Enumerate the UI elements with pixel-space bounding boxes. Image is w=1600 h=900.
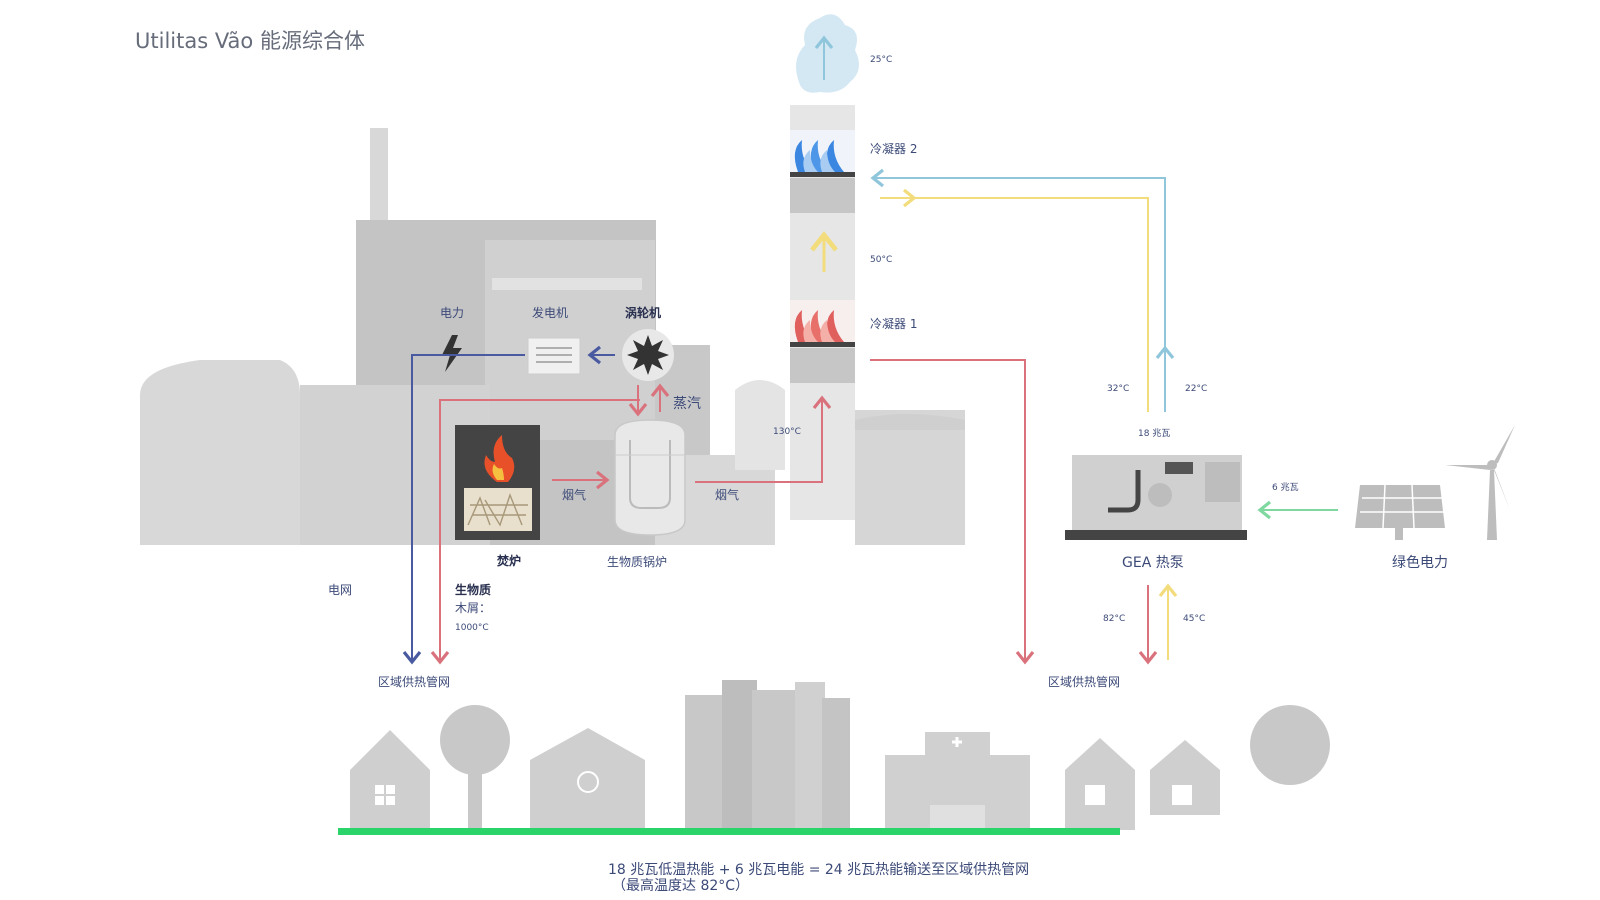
label-power: 电力 — [440, 306, 464, 320]
label-generator: 发电机 — [532, 305, 568, 320]
generator — [527, 337, 581, 375]
label-mw-18: 18 兆瓦 — [1138, 428, 1170, 439]
label-temp-22: 22°C — [1185, 384, 1207, 394]
label-district-heating-right: 区域供热管网 — [1048, 674, 1120, 689]
furnace — [455, 425, 540, 540]
label-condenser-2: 冷凝器 2 — [870, 141, 917, 156]
cool-return-line — [870, 168, 1166, 412]
gea-heat-pump — [1065, 455, 1247, 540]
condenser-1-flames — [794, 310, 844, 342]
town-buildings — [350, 680, 1330, 830]
turbine — [622, 329, 674, 381]
footer-summary: 18 兆瓦低温热能 + 6 兆瓦电能 = 24 兆瓦热能输送至区域供热管网 — [608, 862, 1029, 878]
wind-turbine-icon — [1445, 425, 1515, 540]
label-turbine: 涡轮机 — [625, 305, 661, 320]
label-condenser-1: 冷凝器 1 — [870, 316, 917, 331]
lightning-icon — [442, 335, 462, 372]
label-temp-top: 25°C — [870, 55, 892, 65]
label-heat-pump: GEA 热泵 — [1122, 555, 1184, 571]
label-flue-gas-2: 烟气 — [715, 487, 739, 502]
flue-gas-arrow-2 — [695, 395, 832, 483]
label-biomass: 生物质 — [455, 582, 491, 597]
label-steam: 蒸汽 — [673, 396, 701, 412]
diagram-title: Utilitas Vão 能源综合体 — [135, 29, 365, 53]
condenser-2-flames — [794, 140, 844, 172]
label-temp-50: 50°C — [870, 255, 892, 265]
label-district-heating-left: 区域供热管网 — [378, 674, 450, 689]
steam-cloud — [796, 14, 859, 93]
label-wood-chips: 木屑： — [455, 601, 491, 615]
label-temp-130: 130°C — [773, 427, 801, 437]
label-mw-6: 6 兆瓦 — [1272, 482, 1299, 493]
label-temp-32: 32°C — [1107, 384, 1129, 394]
label-temp-1000: 1000°C — [455, 623, 489, 633]
biomass-boiler — [614, 419, 686, 536]
footer-max-temp: （最高温度达 82°C） — [612, 877, 749, 894]
label-temp-82: 82°C — [1103, 614, 1125, 624]
hot-water-left-line — [430, 399, 640, 665]
label-furnace: 焚炉 — [496, 553, 521, 568]
label-green-power: 绿色电力 — [1392, 554, 1448, 571]
label-biomass-boiler: 生物质锅炉 — [607, 554, 667, 569]
label-flue-gas-1: 烟气 — [562, 487, 586, 502]
warm-supply-line — [880, 197, 1149, 412]
solar-panel-icon — [1355, 484, 1445, 540]
ground-line — [338, 828, 1120, 835]
condenser-1-to-district-line — [870, 359, 1035, 665]
label-temp-45: 45°C — [1183, 614, 1205, 624]
label-grid: 电网 — [328, 583, 352, 597]
